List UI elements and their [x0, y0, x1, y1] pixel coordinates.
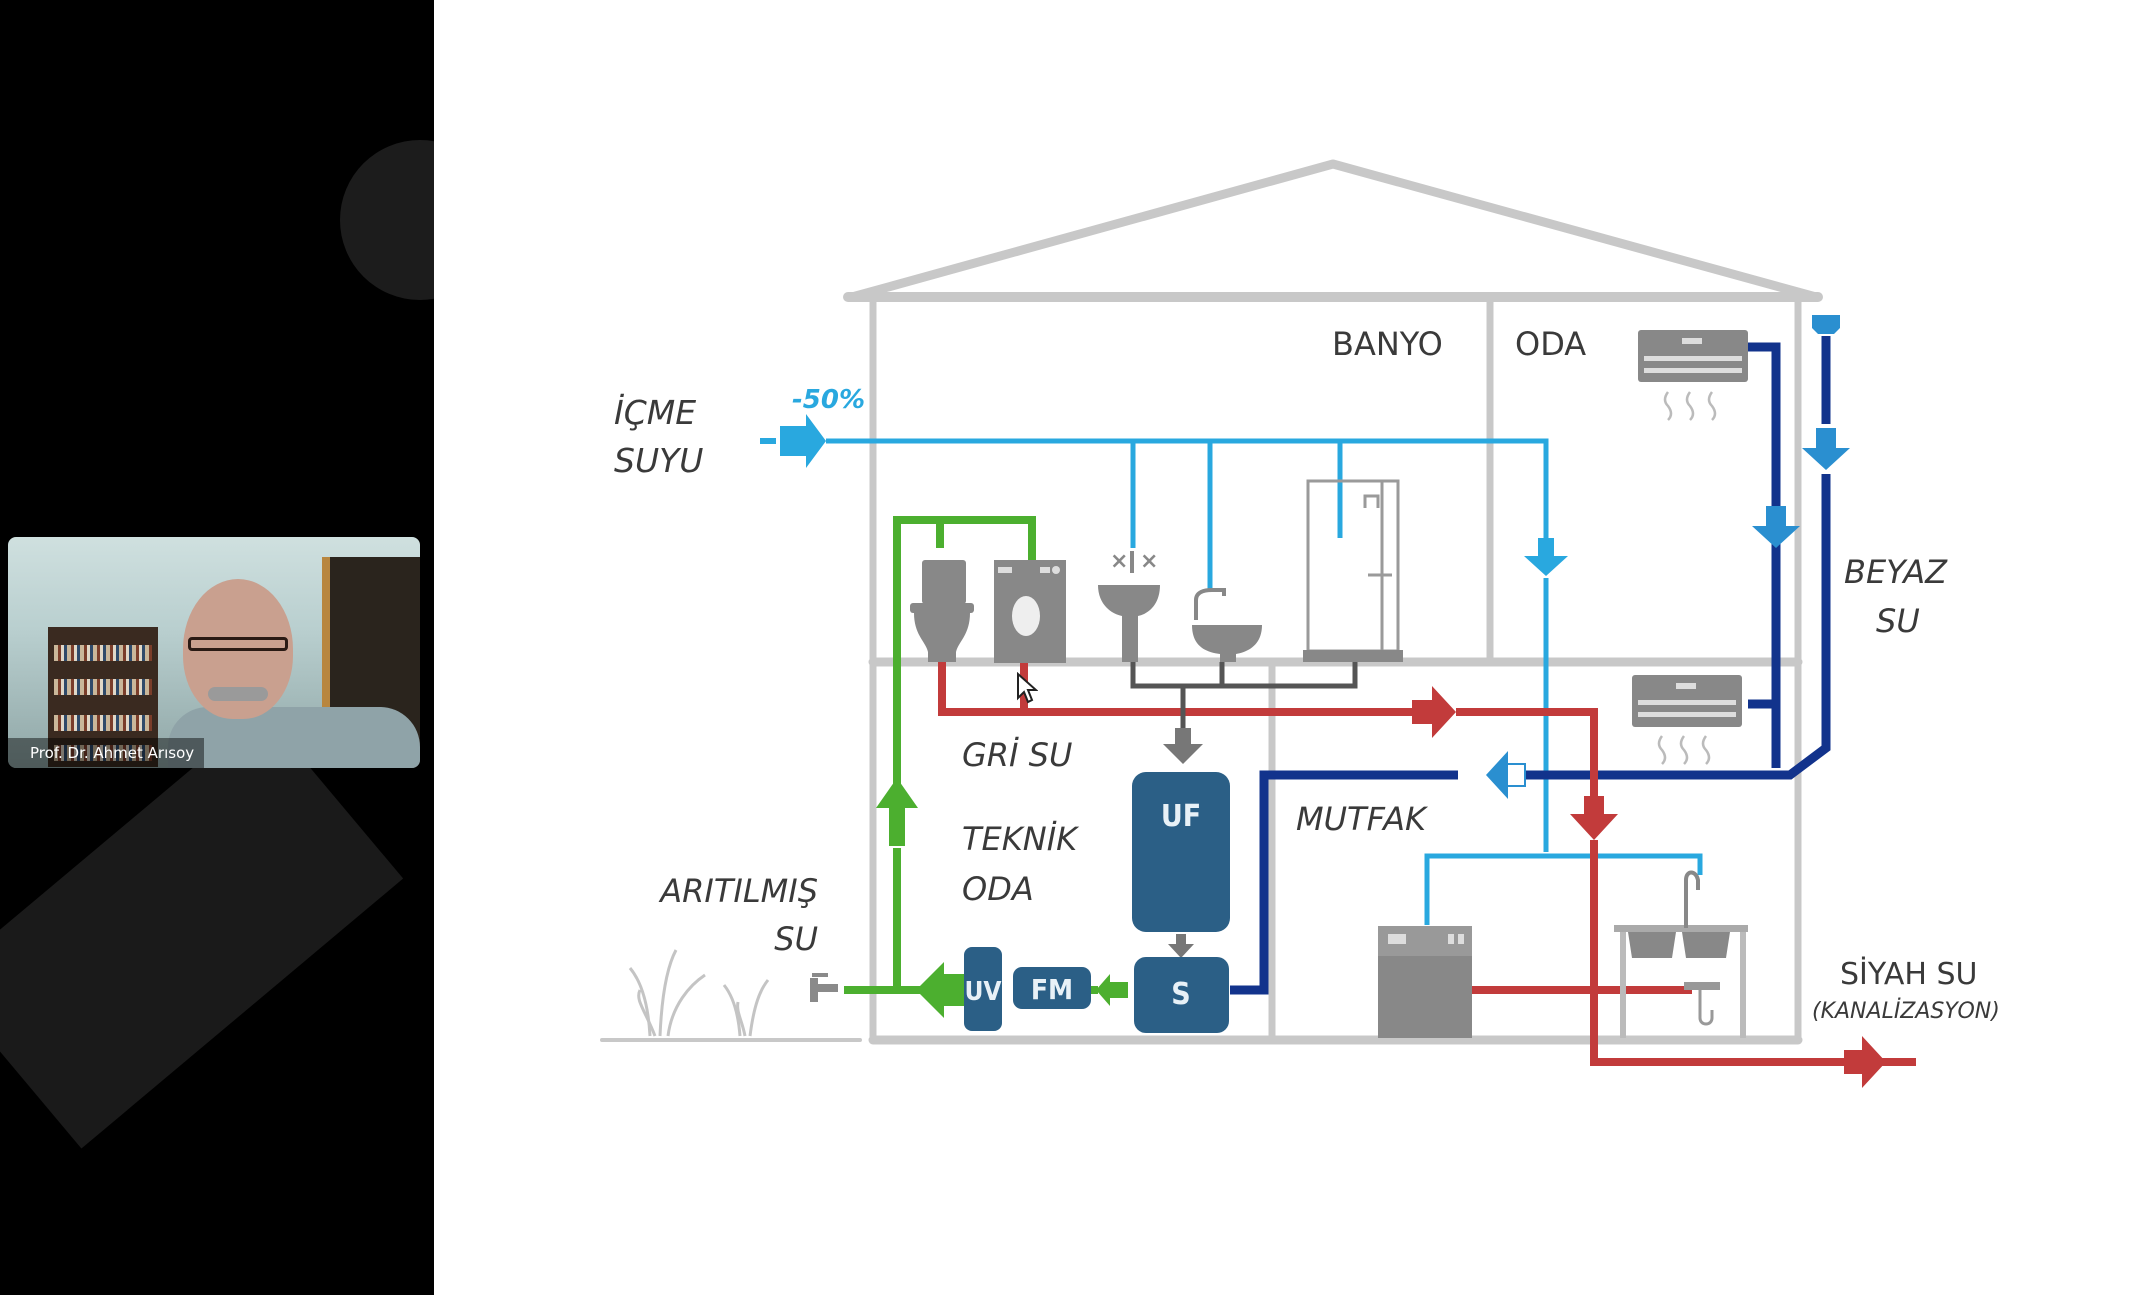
background-shape: [0, 710, 404, 1149]
bookshelf: [48, 627, 158, 767]
grey-water-drain: [1130, 662, 1358, 728]
grass-icon: [628, 949, 770, 1037]
participant-name-label: Prof. Dr. Ahmet Arısoy: [8, 738, 205, 768]
black-water-pipes: [938, 662, 1916, 1066]
uf-unit: [1132, 772, 1230, 932]
participant-moustache: [208, 687, 268, 701]
svg-text:×: ×: [1110, 549, 1128, 574]
participant-panel: Prof. Dr. Ahmet Arısoy: [0, 0, 434, 1295]
background-shape: [340, 140, 434, 300]
label-gri-su: GRİ SU: [962, 736, 1072, 774]
uf-to-s-arrow-icon: [1168, 934, 1194, 958]
toilet-icon: [910, 560, 974, 662]
label-icme-suyu: İÇME: [614, 393, 696, 432]
kitchen-sink-icon: [1614, 870, 1748, 1038]
s-unit-label: S: [1171, 977, 1190, 1012]
label-siyah-su: SİYAH SU: [1840, 956, 1978, 992]
treated-water-left-arrow-icon: [916, 962, 964, 1018]
label-teknik-oda: TEKNİK: [962, 820, 1080, 858]
label-banyo: BANYO: [1332, 325, 1443, 363]
dishwasher-icon: [1378, 926, 1472, 1038]
label-beyaz-su-2: SU: [1876, 602, 1920, 640]
air-conditioner-icon: [1632, 675, 1742, 765]
label-beyaz-su: BEYAZ: [1844, 553, 1948, 591]
label-aritilmis-su-2: SU: [774, 920, 818, 958]
treated-water-up-arrow-icon: [876, 778, 918, 846]
roof: [847, 159, 1821, 302]
black-water-down-arrow-icon: [1570, 796, 1618, 840]
washbasin-icon: × ×: [1098, 549, 1160, 662]
label-mutfak: MUTFAK: [1296, 800, 1429, 838]
white-water-down-arrow-icon: [1802, 428, 1850, 470]
treated-water-left-arrow-icon: [1096, 974, 1128, 1006]
white-water-down-arrow-icon: [1752, 506, 1800, 548]
participant-shirt: [168, 707, 420, 768]
air-conditioner-icon: [1638, 330, 1748, 421]
shared-slide: UF S FM UV × ×: [434, 0, 2147, 1295]
participant-glasses: [188, 637, 288, 651]
mouse-cursor-icon: [1017, 672, 1038, 704]
white-water-pipes: [1230, 336, 1831, 995]
fm-unit-label: FM: [1031, 973, 1073, 1006]
fm-unit: [1013, 967, 1091, 1009]
participant-video-tile[interactable]: Prof. Dr. Ahmet Arısoy: [8, 537, 420, 768]
uv-unit-label: UV: [964, 977, 1001, 1007]
treatment-units: UF S FM UV: [964, 772, 1230, 1033]
label-oda: ODA: [1515, 325, 1586, 363]
uv-unit: [964, 947, 1002, 1031]
diagram-labels: İÇME SUYU -50% BANYO ODA BEYAZ SU GRİ SU…: [614, 325, 2000, 1024]
shower-icon: [1303, 479, 1403, 662]
white-water-rain-collector-icon: [1812, 315, 1840, 334]
label-teknik-oda-2: ODA: [962, 870, 1034, 908]
black-water-right-arrow-icon: [1412, 686, 1456, 738]
sink-icon: [1192, 588, 1262, 662]
label-icme-suyu-2: SUYU: [614, 441, 703, 480]
label-kanalizasyon: (KANALİZASYON): [1812, 998, 2000, 1024]
grey-water-down-arrow-icon: [1163, 728, 1203, 764]
label-aritilmis-su: ARITILMIŞ: [658, 872, 818, 910]
drinking-water-inlet-arrow-icon: [780, 414, 826, 468]
s-unit: [1134, 957, 1229, 1033]
uf-unit-label: UF: [1161, 799, 1201, 834]
water-recycling-diagram: UF S FM UV × ×: [600, 159, 2000, 1088]
svg-text:×: ×: [1140, 549, 1158, 574]
outdoor-tap-icon: [810, 973, 838, 1002]
label-reduction: -50%: [792, 385, 865, 415]
white-water-left-arrow-icon: [1486, 751, 1526, 799]
washing-machine-icon: [994, 560, 1066, 663]
drinking-water-down-arrow-icon: [1524, 538, 1568, 576]
black-water-outlet-arrow-icon: [1844, 1036, 1886, 1088]
